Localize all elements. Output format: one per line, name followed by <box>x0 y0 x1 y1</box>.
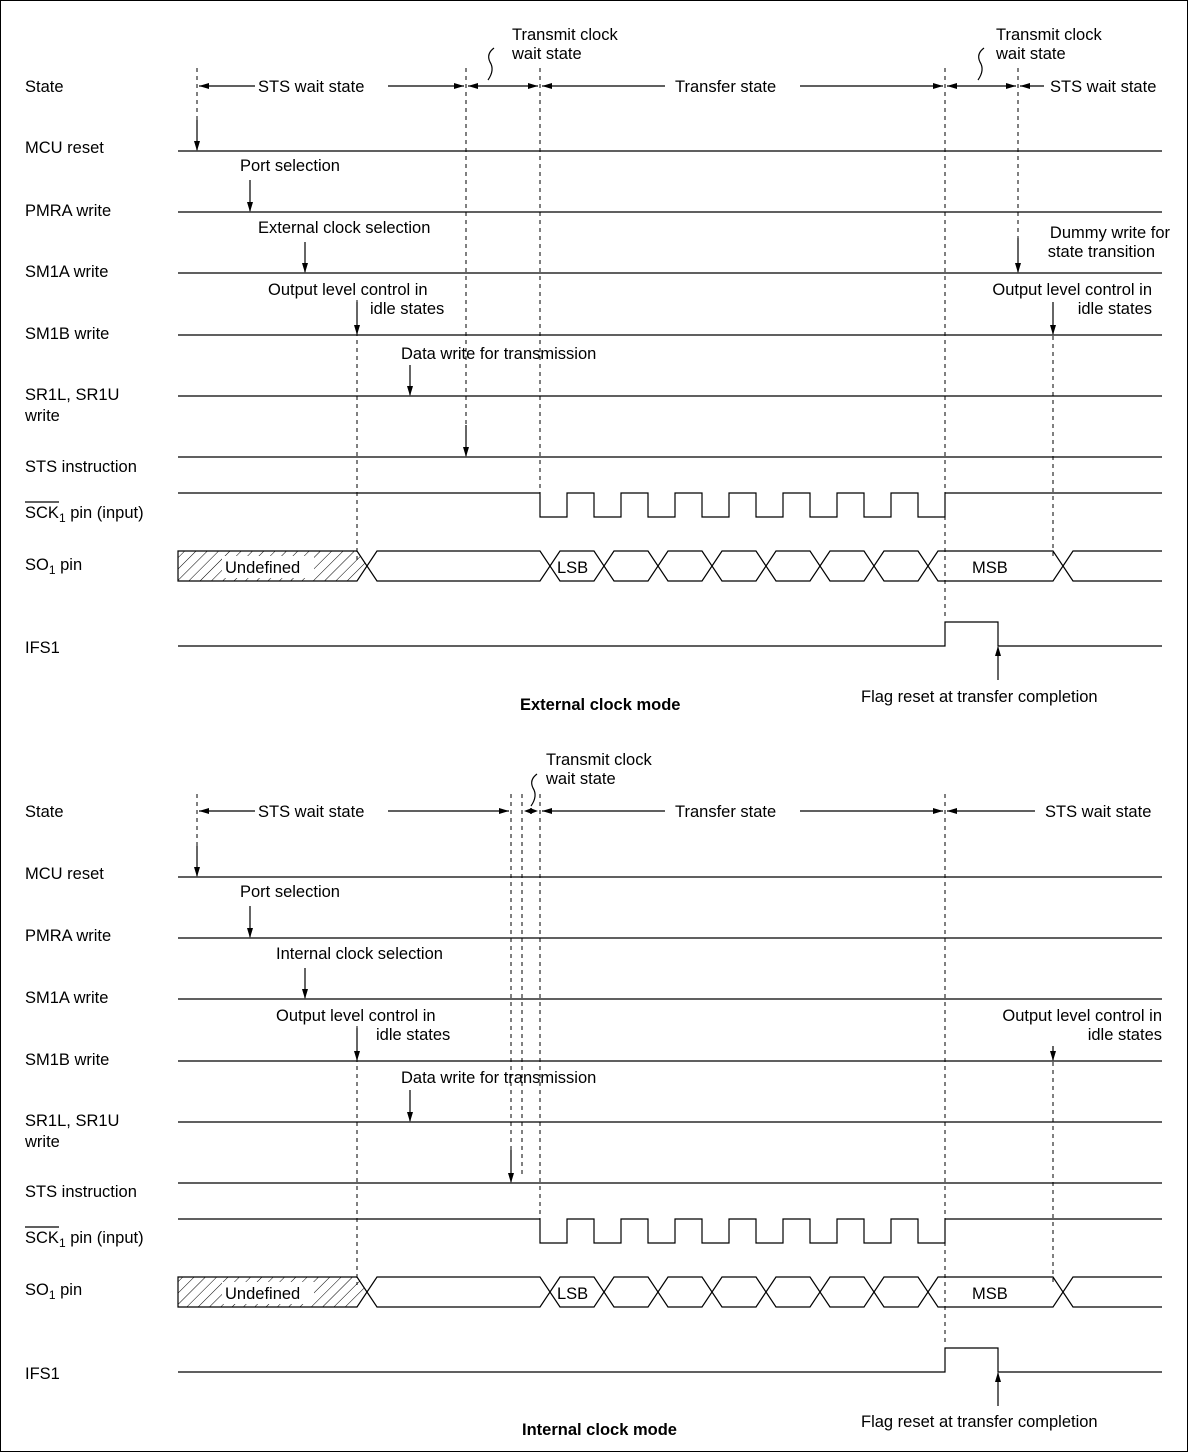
label-sr1-write: SR1L, SR1U <box>25 1112 119 1130</box>
label-sm1b-write: SM1B write <box>25 325 109 343</box>
dummy-write-label: Dummy write for <box>1050 224 1171 242</box>
transmit-wait-label: Transmit clock <box>546 751 652 769</box>
output-level-label-1: Output level control in <box>268 281 428 299</box>
flag-reset-label: Flag reset at transfer completion <box>861 688 1098 706</box>
label-ifs1: IFS1 <box>25 1365 60 1383</box>
state-transfer: Transfer state <box>675 803 776 821</box>
label-pmra-write: PMRA write <box>25 202 111 220</box>
label-mcu-reset: MCU reset <box>25 865 104 883</box>
label-sr1-write-2: write <box>24 1133 60 1151</box>
label-mcu-reset: MCU reset <box>25 139 104 157</box>
label-sck-pin: SCK1 pin (input) <box>25 504 144 525</box>
output-level-label-2b: idle states <box>1088 1026 1162 1044</box>
label-so-pin: SO1 pin <box>25 1281 82 1302</box>
transmit-wait-label-1b: wait state <box>511 45 582 63</box>
output-level-label-1: Output level control in <box>276 1007 436 1025</box>
so-undefined: Undefined <box>225 1285 300 1303</box>
so-undefined: Undefined <box>225 559 300 577</box>
sck-waveform <box>178 1218 1162 1244</box>
output-level-label-2b: idle states <box>1078 300 1152 318</box>
transmit-wait-label-2: Transmit clock <box>996 26 1102 44</box>
label-sr1-write-2: write <box>24 407 60 425</box>
external-clock-diagram: State MCU reset PMRA write SM1A write SM… <box>24 26 1171 714</box>
data-write-label: Data write for transmission <box>401 1069 596 1087</box>
ifs1-waveform <box>178 621 1162 647</box>
output-level-label-1b: idle states <box>370 300 444 318</box>
so-waveform: Undefined LSB MSB <box>177 550 1162 582</box>
clock-selection-label: Internal clock selection <box>276 945 443 963</box>
output-level-label-1b: idle states <box>376 1026 450 1044</box>
label-sm1b-write: SM1B write <box>25 1051 109 1069</box>
dummy-write-label-2: state transition <box>1048 243 1155 261</box>
clock-selection-label: External clock selection <box>258 219 430 237</box>
label-pmra-write: PMRA write <box>25 927 111 945</box>
state-sts-wait-2: STS wait state <box>1050 78 1156 96</box>
label-sm1a-write: SM1A write <box>25 263 108 281</box>
output-level-label-2: Output level control in <box>992 281 1152 299</box>
internal-clock-diagram: State MCU reset PMRA write SM1A write SM… <box>24 751 1162 1439</box>
so-lsb: LSB <box>557 559 588 577</box>
label-ifs1: IFS1 <box>25 639 60 657</box>
transmit-wait-label-1: Transmit clock <box>512 26 618 44</box>
sck-waveform <box>178 492 1162 518</box>
data-write-label: Data write for transmission <box>401 345 596 363</box>
label-state: State <box>25 803 64 821</box>
internal-mode-title: Internal clock mode <box>522 1421 677 1439</box>
state-sts-wait-1: STS wait state <box>258 78 364 96</box>
ifs1-waveform <box>178 1347 1162 1373</box>
state-sts-wait-2: STS wait state <box>1045 803 1151 821</box>
so-waveform: Undefined LSB MSB <box>177 1276 1162 1308</box>
so-msb: MSB <box>972 559 1008 577</box>
output-level-label-2: Output level control in <box>1002 1007 1162 1025</box>
so-lsb: LSB <box>557 1285 588 1303</box>
state-sts-wait-1: STS wait state <box>258 803 364 821</box>
label-sm1a-write: SM1A write <box>25 989 108 1007</box>
external-mode-title: External clock mode <box>520 696 680 714</box>
label-so-pin: SO1 pin <box>25 556 82 577</box>
flag-reset-label: Flag reset at transfer completion <box>861 1413 1098 1431</box>
state-transfer: Transfer state <box>675 78 776 96</box>
port-selection-label: Port selection <box>240 157 340 175</box>
label-sck-pin: SCK1 pin (input) <box>25 1229 144 1250</box>
state-arrows <box>199 773 1035 814</box>
transmit-wait-label-2b: wait state <box>995 45 1066 63</box>
transmit-wait-label-b: wait state <box>545 770 616 788</box>
label-sts-instruction: STS instruction <box>25 458 137 476</box>
label-state: State <box>25 78 64 96</box>
label-sts-instruction: STS instruction <box>25 1183 137 1201</box>
so-msb: MSB <box>972 1285 1008 1303</box>
state-arrows <box>199 47 1044 89</box>
port-selection-label: Port selection <box>240 883 340 901</box>
label-sr1-write: SR1L, SR1U <box>25 386 119 404</box>
